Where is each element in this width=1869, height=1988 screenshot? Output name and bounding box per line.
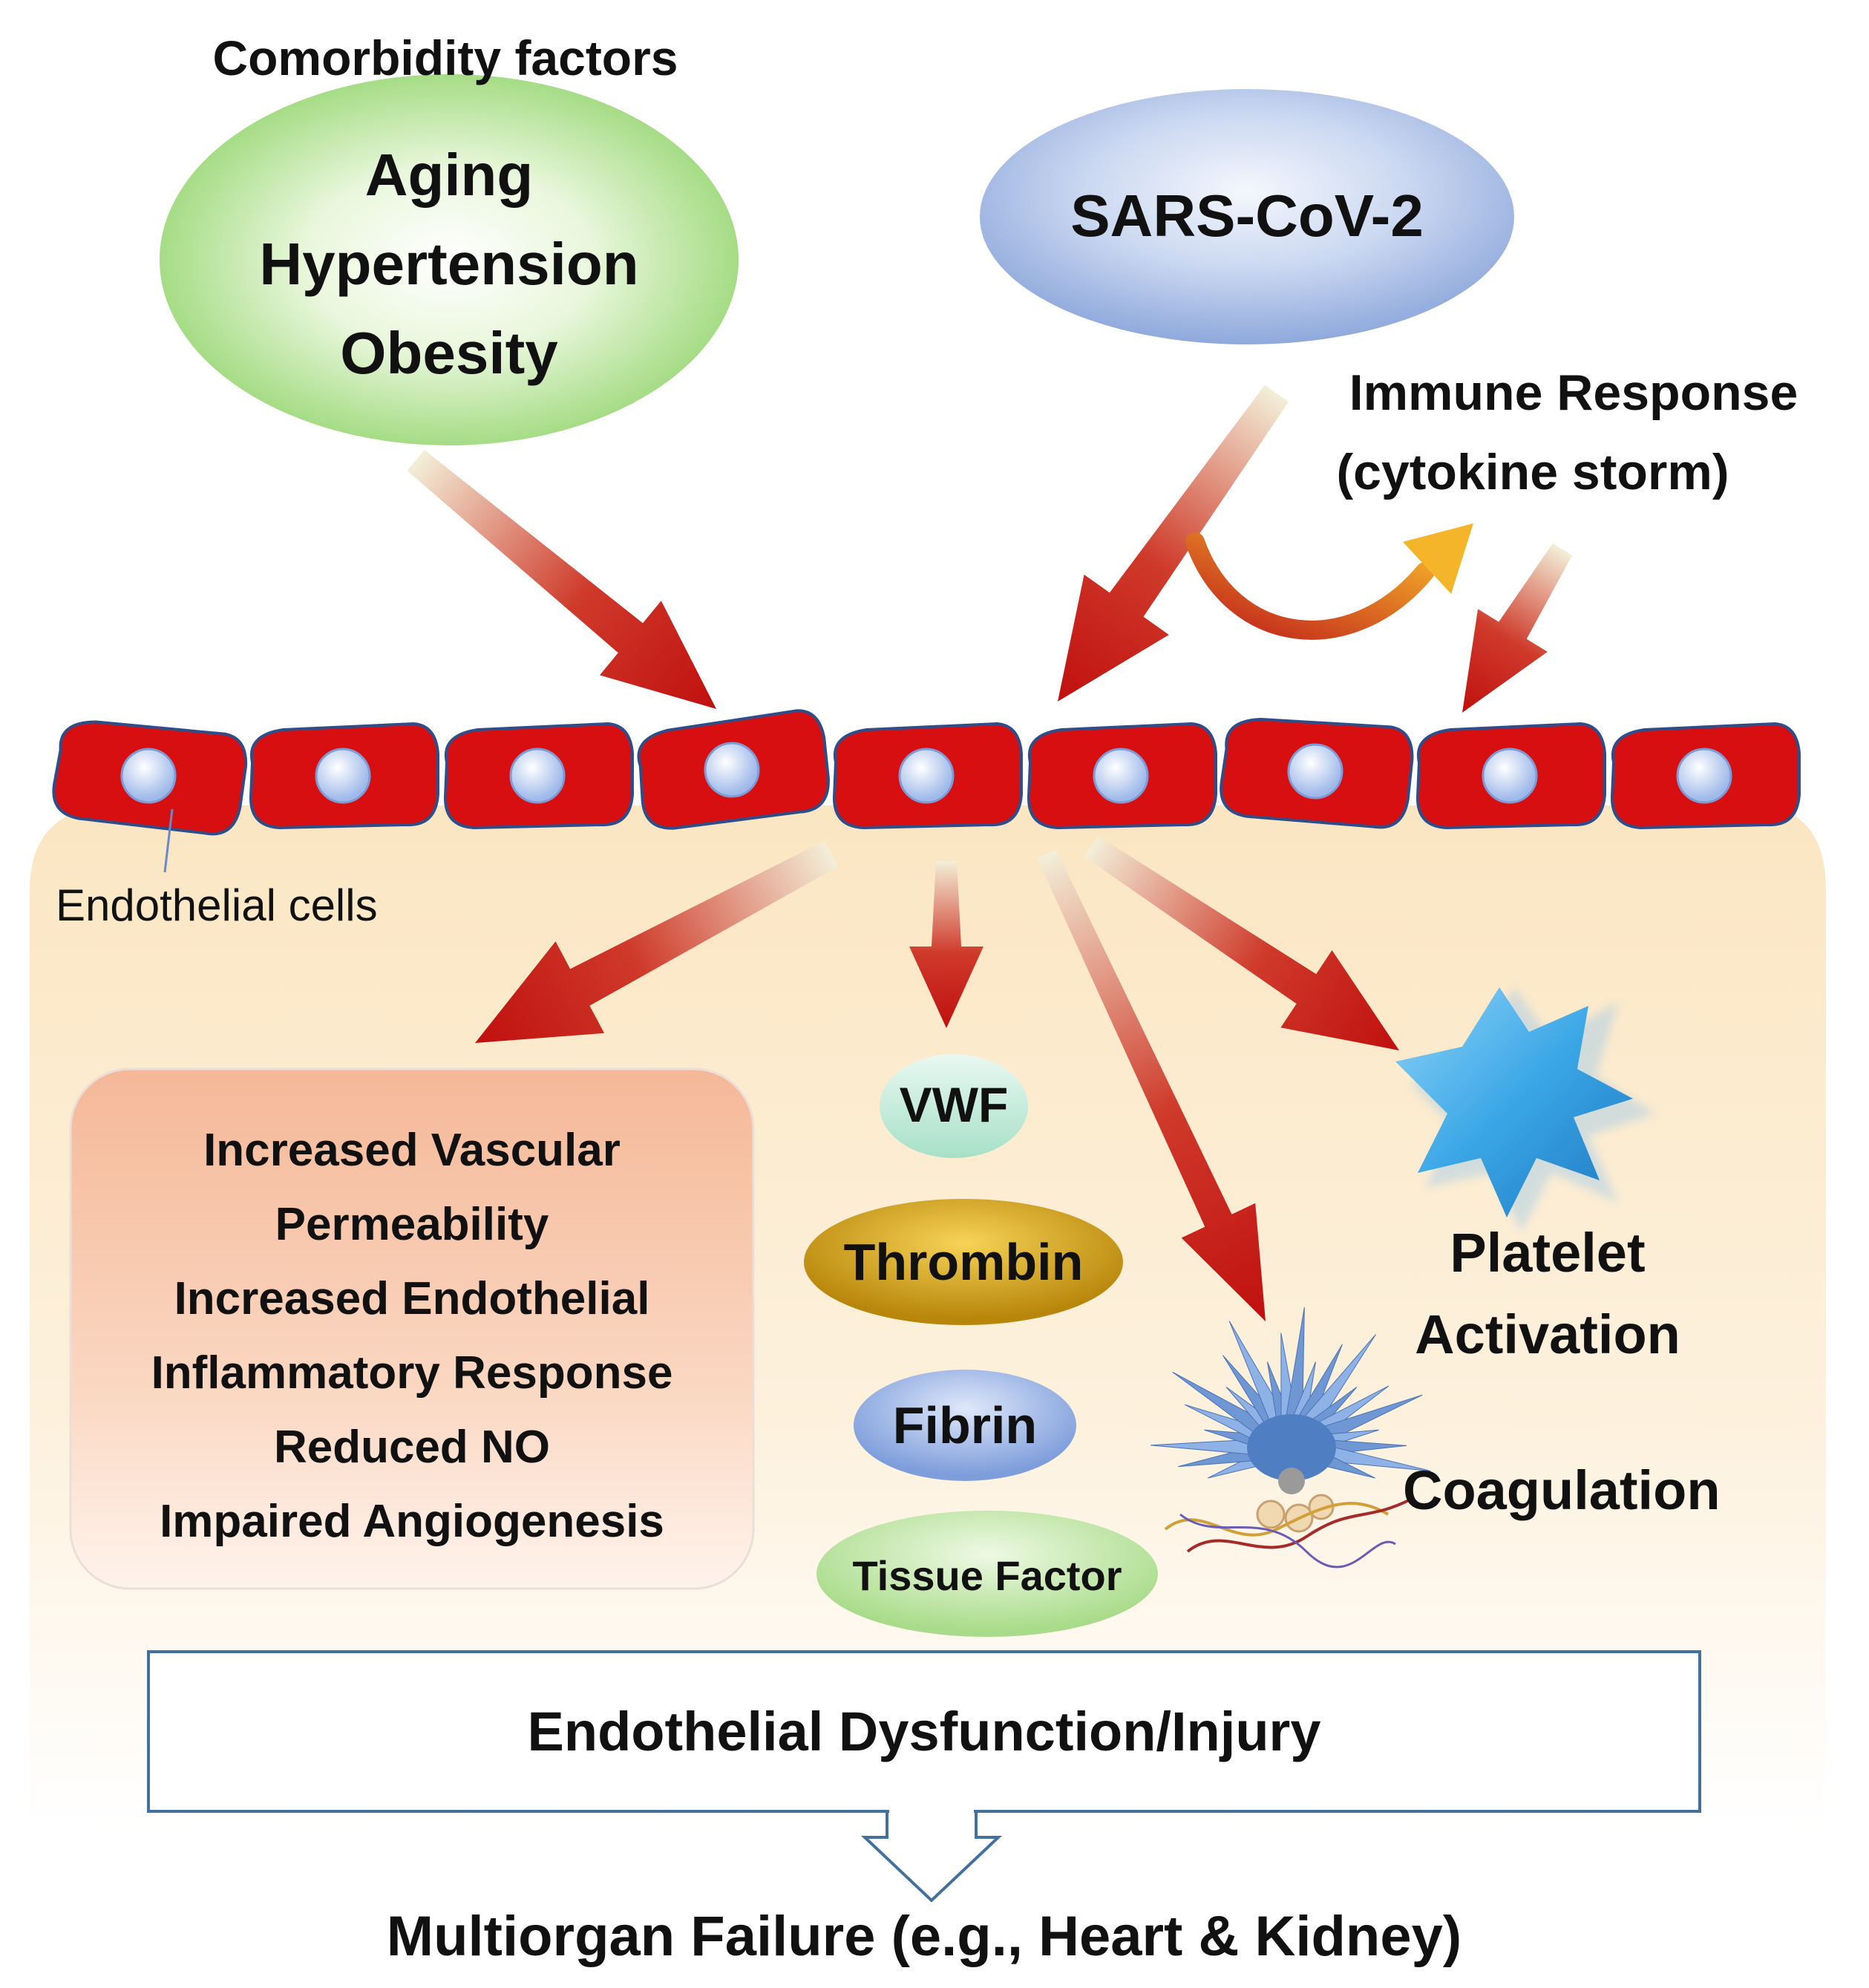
vwf-label: VWF [899, 1077, 1009, 1132]
arrow-cells-to-platelet [1084, 836, 1399, 1050]
arrow-cells-to-coagulation [1037, 849, 1266, 1321]
arrow-virus-to-cells [1058, 385, 1289, 702]
comorbidity-ellipse [160, 74, 739, 445]
thrombin-ellipse [804, 1199, 1123, 1325]
endothelial-cell [1610, 722, 1801, 830]
dysfunction-box [147, 1650, 1701, 1813]
arrow-immune-to-cells [1462, 543, 1573, 713]
endothelial-cell [832, 722, 1023, 830]
effect-line: Increased Vascular [203, 1125, 621, 1176]
endothelial-cell [1415, 722, 1606, 830]
endothelial-cell [52, 720, 248, 836]
cell-nucleus [120, 748, 177, 804]
tissue-factor-ellipse [816, 1511, 1158, 1637]
endothelial-cell [637, 709, 830, 830]
activation-label: Activation [1415, 1304, 1680, 1365]
dysfunction-label: Endothelial Dysfunction/Injury [527, 1701, 1321, 1762]
endothelial-cell [443, 722, 634, 830]
cell-nucleus [1482, 748, 1538, 804]
immune-response-label: Immune Response [1349, 364, 1798, 421]
thrombin-label: Thrombin [843, 1233, 1084, 1291]
endothelial-cell [1027, 722, 1217, 830]
effect-line: Reduced NO [273, 1422, 551, 1473]
cell-nucleus [315, 748, 371, 804]
curved-arrow-head [1403, 523, 1473, 594]
cell-nucleus [509, 748, 566, 804]
comorbidity-item-obesity: Obesity [340, 320, 558, 386]
effects-box [69, 1067, 755, 1590]
curved-feedback-arrow [1185, 532, 1435, 640]
effects-list: Increased Vascular Permeability Increase… [71, 1099, 753, 1574]
cell-nucleus [1676, 748, 1732, 804]
platelet-icon [1395, 987, 1655, 1232]
endothelial-cells-label: Endothelial cells [56, 880, 378, 930]
outcome-label: Multiorgan Failure (e.g., Heart & Kidney… [386, 1905, 1462, 1968]
effect-line: Impaired Angiogenesis [160, 1496, 664, 1547]
fibrin-ellipse [854, 1370, 1076, 1481]
comorbidity-heading: Comorbidity factors [212, 30, 678, 85]
cell-nucleus [1093, 748, 1149, 804]
cell-nucleus [704, 742, 760, 798]
arrow-comorbidity-to-cells [407, 450, 716, 709]
cell-nucleus [1287, 743, 1343, 800]
endothelial-cell-layer [52, 709, 1801, 836]
fibrin-label: Fibrin [892, 1396, 1038, 1454]
cell-nucleus [898, 748, 955, 804]
coagulation-label: Coagulation [1403, 1459, 1721, 1521]
arrow-cells-to-effects [475, 840, 839, 1043]
tissue-factor-label: Tissue Factor [852, 1552, 1122, 1599]
effect-line: Increased Endothelial [174, 1273, 650, 1324]
coagulation-icon [1150, 1307, 1431, 1569]
cytokine-storm-label: (cytokine storm) [1336, 444, 1729, 500]
comorbidity-item-aging: Aging [364, 142, 534, 208]
effect-line: Permeability [275, 1199, 549, 1250]
virus-label: SARS-CoV-2 [1070, 183, 1424, 249]
incoming-arrows [407, 385, 1573, 713]
comorbidity-item-hypertension: Hypertension [259, 231, 639, 297]
outgoing-arrows [475, 836, 1399, 1321]
platelet-label: Platelet [1450, 1222, 1646, 1284]
arrow-cells-to-vwf [909, 861, 983, 1028]
cells-pointer-line [163, 808, 174, 873]
virus-ellipse [980, 89, 1514, 344]
endothelial-cell [1220, 717, 1414, 829]
effect-line: Inflammatory Response [151, 1347, 673, 1399]
outcome-down-arrow [860, 1810, 1003, 1903]
endothelial-cell [249, 722, 439, 830]
vwf-ellipse [880, 1054, 1028, 1158]
